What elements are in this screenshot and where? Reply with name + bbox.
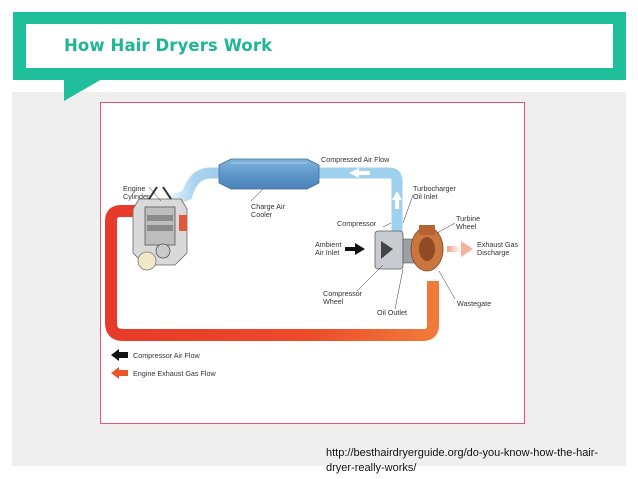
label-oil-outlet: Oil Outlet (377, 308, 407, 317)
compressed-air-arrow (349, 168, 359, 178)
legend-compressor-air-flow: Compressor Air Flow (133, 351, 201, 360)
exhaust-discharge-arrow (447, 246, 461, 252)
charge-air-cooler (218, 158, 320, 190)
label-turbine-wheel: Turbine (456, 214, 480, 223)
up-flow-arrow (392, 191, 402, 200)
legend-engine-exhaust-gas-flow: Engine Exhaust Gas Flow (133, 369, 217, 378)
label-turbine-wheel-line2: Wheel (456, 222, 477, 231)
header-pointer (64, 79, 102, 101)
label-charge-air-cooler: Charge Air (251, 202, 286, 211)
ambient-air-arrow (355, 243, 365, 255)
compressed-air-pipe (316, 167, 403, 233)
label-compressor-wheel: Compressor (323, 289, 363, 298)
header-box (26, 24, 613, 68)
diagram-frame: Engine Cylinder Charge Air Cooler Compre… (100, 102, 525, 424)
label-exhaust-gas-discharge-line2: Discharge (477, 248, 509, 257)
label-compressor-wheel-line2: Wheel (323, 297, 344, 306)
label-charge-air-cooler-line2: Cooler (251, 210, 273, 219)
legend-compressor-air-arrow (111, 349, 119, 361)
source-url[interactable]: http://besthairdryerguide.org/do-you-kno… (326, 447, 599, 474)
compressor (374, 230, 416, 270)
label-ambient-air-inlet: Ambient (315, 240, 341, 249)
label-turbocharger-oil-inlet: Turbocharger (413, 184, 456, 193)
label-wastegate: Wastegate (457, 299, 491, 308)
intake-pipe (165, 167, 237, 207)
engine-cylinder (132, 186, 188, 271)
label-turbocharger-oil-inlet-line2: Oil Inlet (413, 192, 437, 201)
turbine (410, 225, 444, 272)
label-ambient-air-inlet-line2: Air Inlet (315, 248, 339, 257)
label-compressed-air-flow: Compressed Air Flow (321, 155, 390, 164)
label-exhaust-gas-discharge: Exhaust Gas (477, 240, 519, 249)
legend: Compressor Air Flow Engine Exhaust Gas F… (111, 349, 217, 379)
turbocharger-diagram: Engine Cylinder Charge Air Cooler Compre… (105, 155, 519, 379)
legend-exhaust-arrow (111, 367, 119, 379)
label-compressor: Compressor (337, 219, 377, 228)
page-title: How Hair Dryers Work (64, 36, 273, 55)
exhaust-pipe (105, 205, 439, 341)
label-engine-cylinder: Engine (123, 184, 145, 193)
label-engine-cylinder-line2: Cylinder (123, 192, 150, 201)
